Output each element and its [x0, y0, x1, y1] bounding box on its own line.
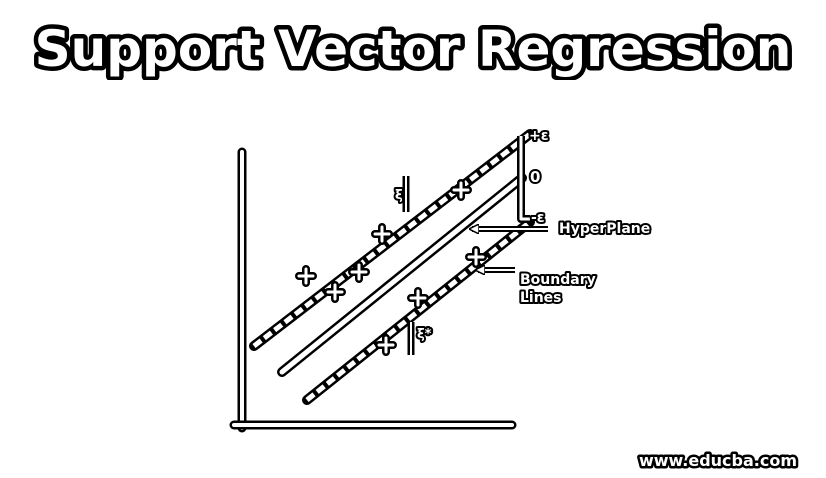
plus-marker-icon — [295, 265, 317, 287]
plus-marker-icon — [465, 246, 487, 268]
watermark-text: www.educba.com — [639, 451, 797, 470]
epsilon-bracket — [517, 136, 530, 223]
plus-marker-icon — [375, 334, 397, 356]
zero-label: 0 — [530, 168, 540, 186]
xi-upper-label: ξ — [395, 188, 403, 203]
boundary-label-line2: Lines — [520, 290, 562, 306]
data-points — [295, 179, 487, 356]
lower-boundary-line — [302, 217, 535, 405]
plus-marker-icon — [371, 223, 393, 245]
upper-boundary-line — [249, 129, 535, 351]
plus-marker-icon — [348, 261, 370, 283]
plus-marker-icon — [450, 179, 472, 201]
hyperplane-line — [277, 173, 527, 377]
boundary-label-line1: Boundary — [520, 272, 596, 288]
plus-marker-icon — [324, 281, 346, 303]
minus-epsilon-label: -ε — [531, 210, 545, 226]
plus-epsilon-label: +ε — [529, 128, 549, 144]
hyperplane-label: HyperPlane — [559, 221, 650, 237]
xi-lower-label: ξ* — [417, 327, 432, 342]
page-title: Support Vector Regression — [30, 16, 796, 81]
page-title-text: Support Vector Regression — [35, 20, 792, 78]
plus-marker-icon — [407, 287, 429, 309]
axes — [229, 147, 517, 433]
